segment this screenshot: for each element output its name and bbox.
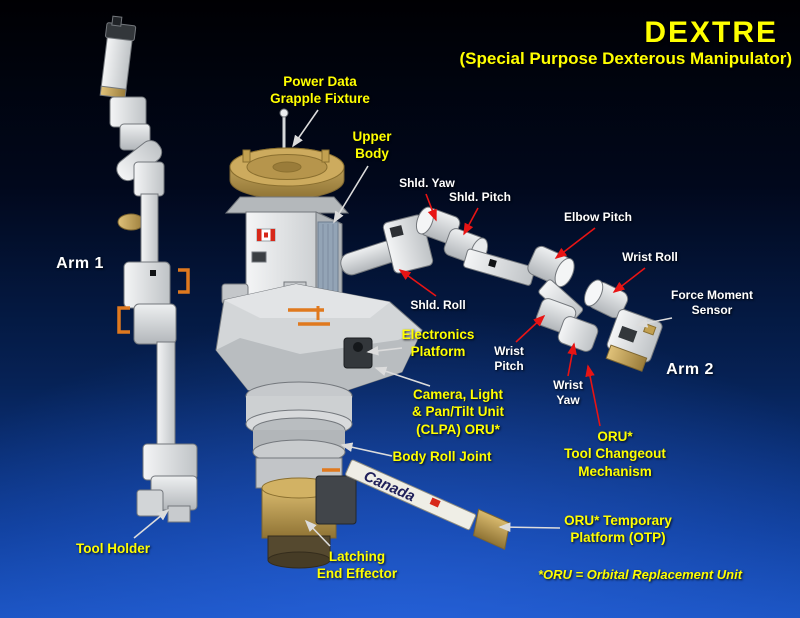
page-subtitle: (Special Purpose Dexterous Manipulator) (459, 49, 792, 68)
label-shld-pitch: Shld. Pitch (448, 190, 512, 204)
body-art (215, 108, 423, 569)
arrow-power-data-grapple-fixture (292, 109, 319, 148)
label-latching-end-effector: Latching End Effector (316, 549, 398, 582)
canada-flag-icon (256, 228, 276, 242)
label-electronics-platform: Electronics Platform (401, 327, 475, 360)
arrow-shld-roll (398, 269, 437, 297)
arrow-wrist-roll (612, 267, 646, 293)
page-title: DEXTRE (644, 16, 778, 49)
electronics-platform-art (215, 283, 423, 397)
arrow-shld-pitch (463, 207, 479, 236)
label-wrist-yaw: Wrist Yaw (553, 378, 583, 408)
arrow-shld-yaw (425, 193, 437, 222)
label-elbow-pitch: Elbow Pitch (563, 210, 633, 224)
arrow-electronics-platform (366, 346, 403, 356)
clpa-camera-art (343, 337, 373, 369)
latching-end-effector-art (255, 457, 357, 569)
label-force-moment-sensor: Force Moment Sensor (670, 288, 754, 318)
arrow-wrist-yaw (567, 342, 577, 377)
arm-1-art (99, 15, 198, 523)
label-tool-holder: Tool Holder (76, 541, 150, 556)
arrow-oru-temporary-platform (498, 522, 561, 532)
footnote-oru-definition: *ORU = Orbital Replacement Unit (537, 567, 743, 582)
label-body-roll-joint: Body Roll Joint (392, 449, 492, 464)
annotation-arrows (133, 109, 673, 547)
body-roll-joint-art (245, 381, 353, 465)
label-oru-tool-changeout: ORU* Tool Changeout Mechanism (564, 429, 666, 479)
label-arm-1: Arm 1 (56, 255, 104, 272)
arrow-oru-tool-changeout (585, 364, 601, 427)
arrow-upper-body (333, 165, 369, 224)
label-wrist-pitch: Wrist Pitch (494, 344, 524, 374)
label-wrist-roll: Wrist Roll (622, 250, 678, 264)
label-arm-2: Arm 2 (666, 361, 714, 378)
label-upper-body: Upper Body (352, 129, 392, 162)
arrow-elbow-pitch (554, 227, 596, 259)
label-shld-yaw: Shld. Yaw (399, 176, 455, 190)
arrow-clpa (374, 366, 431, 387)
label-power-data-grapple-fixture: Power Data Grapple Fixture (270, 74, 370, 107)
arrow-wrist-pitch (515, 314, 546, 343)
otp-beam-art: Canada (345, 459, 511, 551)
label-camera-light-pan-tilt: Camera, Light & Pan/Tilt Unit (CLPA) ORU… (411, 387, 505, 437)
arrow-tool-holder (133, 508, 170, 539)
canada-wordmark: Canada (361, 468, 417, 506)
arrow-body-roll-joint (340, 442, 393, 457)
arm-2-art (340, 206, 663, 372)
label-oru-temporary-platform: ORU* Temporary Platform (OTP) (564, 513, 672, 546)
arrow-force-moment-sensor (635, 317, 673, 328)
power-data-grapple-fixture-art (229, 147, 345, 200)
label-shld-roll: Shld. Roll (410, 298, 466, 312)
arrow-latching-end-effector (304, 519, 331, 547)
